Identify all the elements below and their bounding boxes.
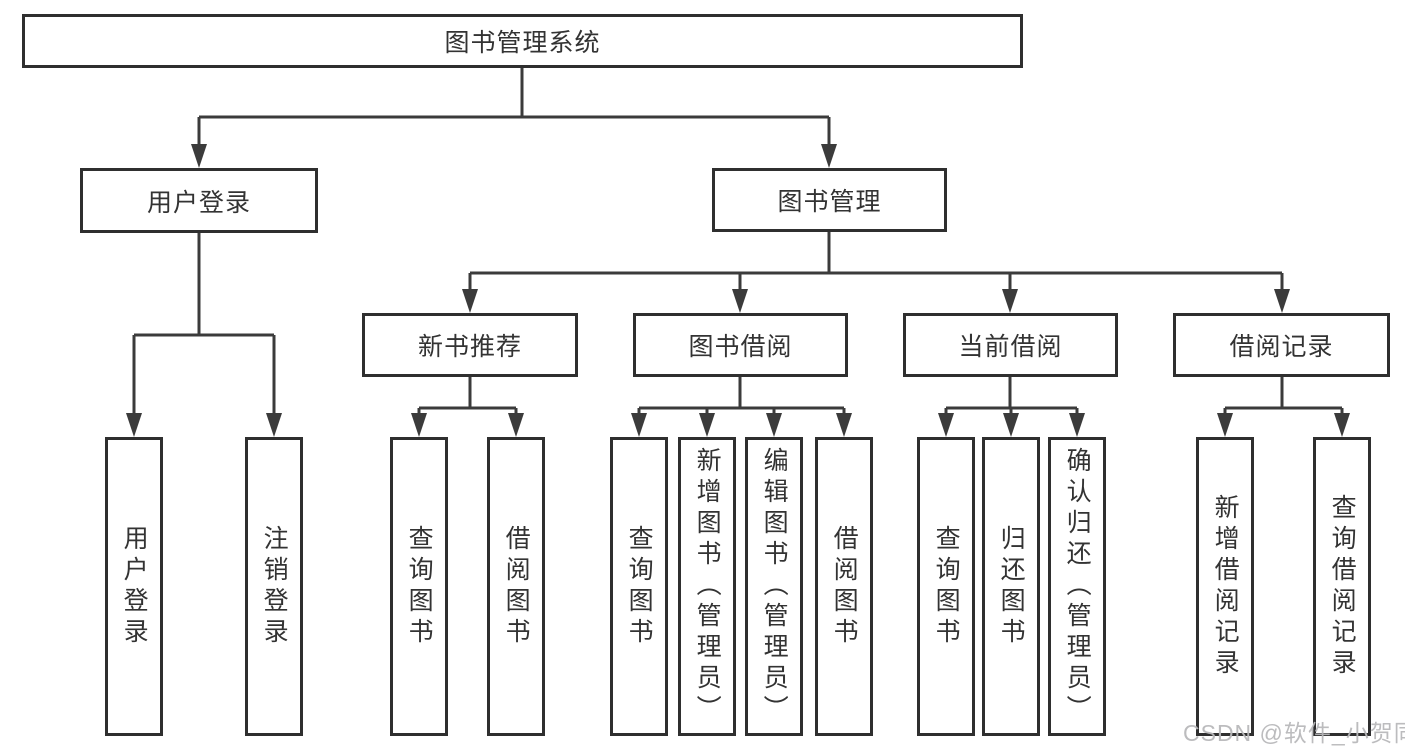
leaf-edit-book-admin-label: 编辑图书（管理员） [760,447,789,726]
leaf-query-borrow-record-label: 查询借阅记录 [1328,493,1357,680]
leaf-add-borrow-record: 新增借阅记录 [1196,437,1254,736]
node-root-library-system: 图书管理系统 [22,14,1023,68]
csdn-watermark: CSDN @软件_小贺同学 [1183,720,1405,746]
node-book-management: 图书管理 [712,168,947,232]
leaf-query-books-borrow-label: 查询图书 [625,524,654,649]
leaf-logout-label: 注销登录 [260,524,289,649]
leaf-query-books-borrow: 查询图书 [610,437,668,736]
leaf-confirm-return-admin-label: 确认归还（管理员） [1063,447,1092,726]
node-borrow-records: 借阅记录 [1173,313,1390,377]
leaf-query-books-recommend: 查询图书 [390,437,448,736]
leaf-query-books-recommend-label: 查询图书 [405,524,434,649]
leaf-borrow-books-recommend-label: 借阅图书 [502,524,531,649]
arrowheads [126,144,1350,437]
node-new-book-recommend: 新书推荐 [362,313,578,377]
leaf-logout: 注销登录 [245,437,303,736]
leaf-add-book-admin-label: 新增图书（管理员） [693,447,722,726]
node-user-login: 用户登录 [80,168,318,233]
leaf-borrow-books: 借阅图书 [815,437,873,736]
leaf-add-borrow-record-label: 新增借阅记录 [1211,493,1240,680]
leaf-query-books-current-label: 查询图书 [932,524,961,649]
leaf-user-login: 用户登录 [105,437,163,736]
leaf-user-login-label: 用户登录 [120,524,149,649]
leaf-return-books-label: 归还图书 [997,524,1026,649]
leaf-edit-book-admin: 编辑图书（管理员） [745,437,803,736]
leaf-borrow-books-label: 借阅图书 [830,524,859,649]
node-current-borrow: 当前借阅 [903,313,1118,377]
leaf-query-books-current: 查询图书 [917,437,975,736]
leaf-add-book-admin: 新增图书（管理员） [678,437,736,736]
leaf-confirm-return-admin: 确认归还（管理员） [1048,437,1106,736]
node-book-borrow: 图书借阅 [633,313,848,377]
leaf-return-books: 归还图书 [982,437,1040,736]
leaf-borrow-books-recommend: 借阅图书 [487,437,545,736]
leaf-query-borrow-record: 查询借阅记录 [1313,437,1371,736]
